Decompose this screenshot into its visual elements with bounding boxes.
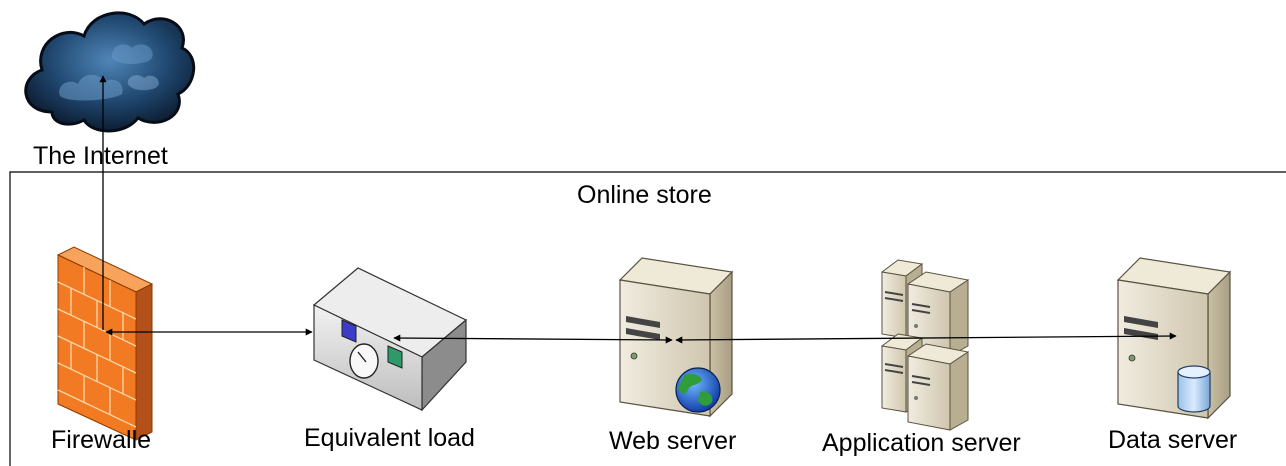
- data-server-label: Data server: [1108, 426, 1238, 454]
- application-server-icon: [880, 259, 970, 431]
- web-server-label: Web server: [609, 427, 737, 455]
- web-server-icon: [618, 257, 734, 418]
- data-server-icon: [1116, 257, 1232, 420]
- online-store-container: [9, 171, 1286, 466]
- connector-web-data: [675, 332, 1177, 344]
- cloud-icon: [24, 11, 196, 133]
- database-icon: [1177, 365, 1211, 413]
- application-server-label: Application server: [822, 429, 1021, 457]
- internet-label: The Internet: [33, 142, 168, 170]
- load-label: Equivalent load: [304, 424, 475, 452]
- container-title: Online store: [577, 181, 712, 209]
- connector-load-web: [393, 334, 673, 344]
- firewall-label: Firewalle: [51, 426, 152, 454]
- firewall-icon: [56, 246, 154, 441]
